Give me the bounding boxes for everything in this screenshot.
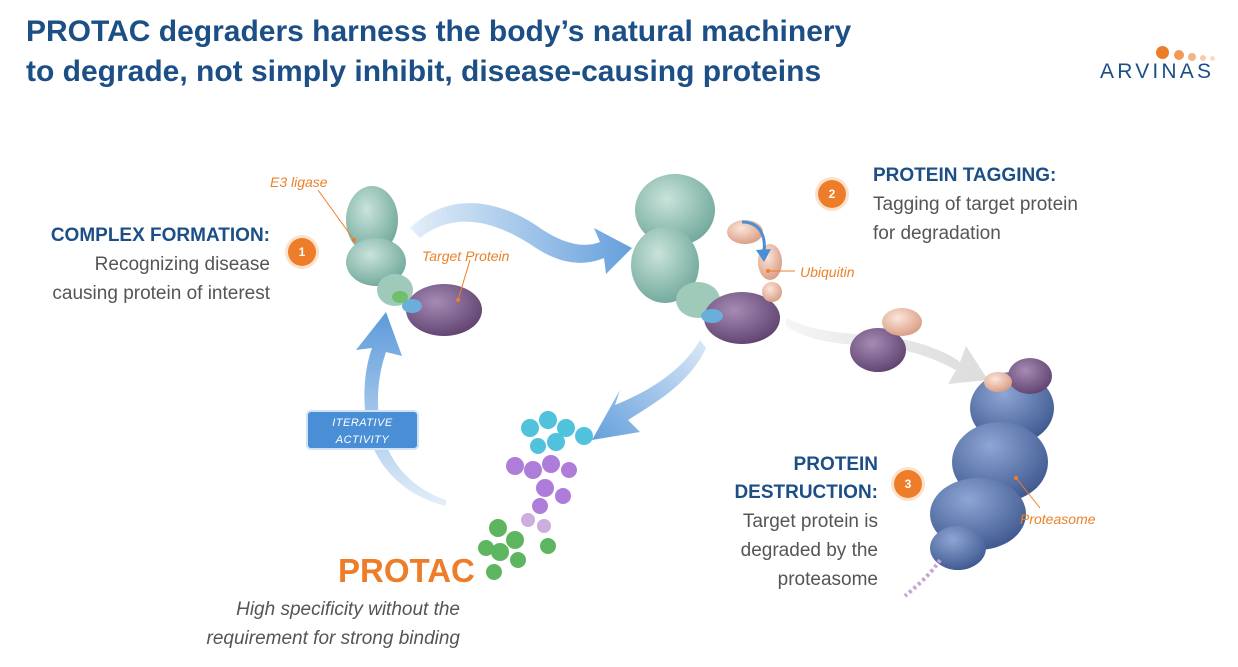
ubiquitin-pointer: [766, 269, 770, 273]
target-protein-pointer: [456, 298, 460, 302]
title-line-1: PROTAC degraders harness the body’s natu…: [26, 15, 852, 48]
step-3-badge: 3: [894, 470, 922, 498]
step-1-body-line-2: causing protein of interest: [52, 283, 270, 304]
proteasome-molecule: [903, 358, 1054, 598]
iterative-line-2: ACTIVITY: [335, 434, 390, 446]
logo-dot-4: [1200, 55, 1206, 61]
e3-ligase-leader: [317, 189, 355, 241]
step-2-heading: PROTEIN TAGGING:: [873, 165, 1057, 186]
step-1-badge: 1: [288, 238, 316, 266]
target-protein-label: Target Protein: [422, 248, 510, 264]
protein-tagging-molecule: [631, 174, 782, 344]
logo-dot-3: [1188, 53, 1196, 61]
complex-formation-molecule: [346, 186, 482, 336]
page-title: PROTAC degraders harness the body’s natu…: [26, 12, 1026, 92]
target-protein-leader: [457, 259, 471, 301]
step-2-body-line-1: Tagging of target protein: [873, 194, 1078, 215]
title-line-2: to degrade, not simply inhibit, disease-…: [26, 55, 822, 88]
step-1-heading: COMPLEX FORMATION:: [50, 225, 270, 246]
logo-dot-1: [1156, 46, 1169, 59]
step-2-badge: 2: [818, 180, 846, 208]
protac-molecule: [478, 411, 593, 580]
step-2-text: PROTEIN TAGGING: Tagging of target prote…: [873, 162, 1173, 248]
proteasome-pointer: [1014, 476, 1018, 480]
step-1-text: COMPLEX FORMATION: Recognizing disease c…: [10, 222, 270, 308]
iterative-line-1: ITERATIVE: [332, 417, 393, 429]
step-3-body-line-2: degraded by the: [740, 540, 878, 561]
step-2-body-line-2: for degradation: [873, 223, 1001, 244]
logo-dot-2: [1174, 50, 1184, 60]
arrow-to-proteasome: [786, 318, 988, 384]
logo-text: ARVINAS: [1100, 60, 1215, 83]
step-3-heading-line-1: PROTEIN: [793, 454, 878, 475]
protac-desc-line-2: requirement for strong binding: [206, 628, 460, 649]
ubiquitinated-target-molecule: [850, 308, 922, 372]
arrow-complex-to-tagging: [410, 203, 632, 274]
step-3-heading-line-2: DESTRUCTION:: [734, 482, 878, 503]
arvinas-logo: ARVINAS: [1098, 44, 1236, 94]
e3-ligase-pointer: [352, 238, 356, 242]
step-1-body-line-1: Recognizing disease: [94, 254, 270, 275]
arrow-iterative-cycle: [356, 312, 446, 506]
protac-title: PROTAC: [338, 552, 475, 589]
step-3-body-line-1: Target protein is: [742, 511, 878, 532]
protac-desc-line-1: High specificity without the: [236, 599, 460, 620]
step-3-text: PROTEIN DESTRUCTION: Target protein is d…: [680, 451, 878, 594]
proteasome-label: Proteasome: [1020, 511, 1096, 527]
step-3-body-line-3: proteasome: [777, 569, 878, 590]
arrow-tagging-to-protac: [592, 340, 706, 440]
logo-dot-5: [1210, 56, 1215, 61]
protac-description: High specificity without the requirement…: [160, 595, 460, 653]
ubiquitin-label: Ubiquitin: [800, 264, 855, 280]
proteasome-leader: [1015, 477, 1041, 509]
iterative-activity-box: ITERATIVE ACTIVITY: [306, 410, 419, 450]
e3-ligase-label: E3 ligase: [270, 174, 328, 190]
